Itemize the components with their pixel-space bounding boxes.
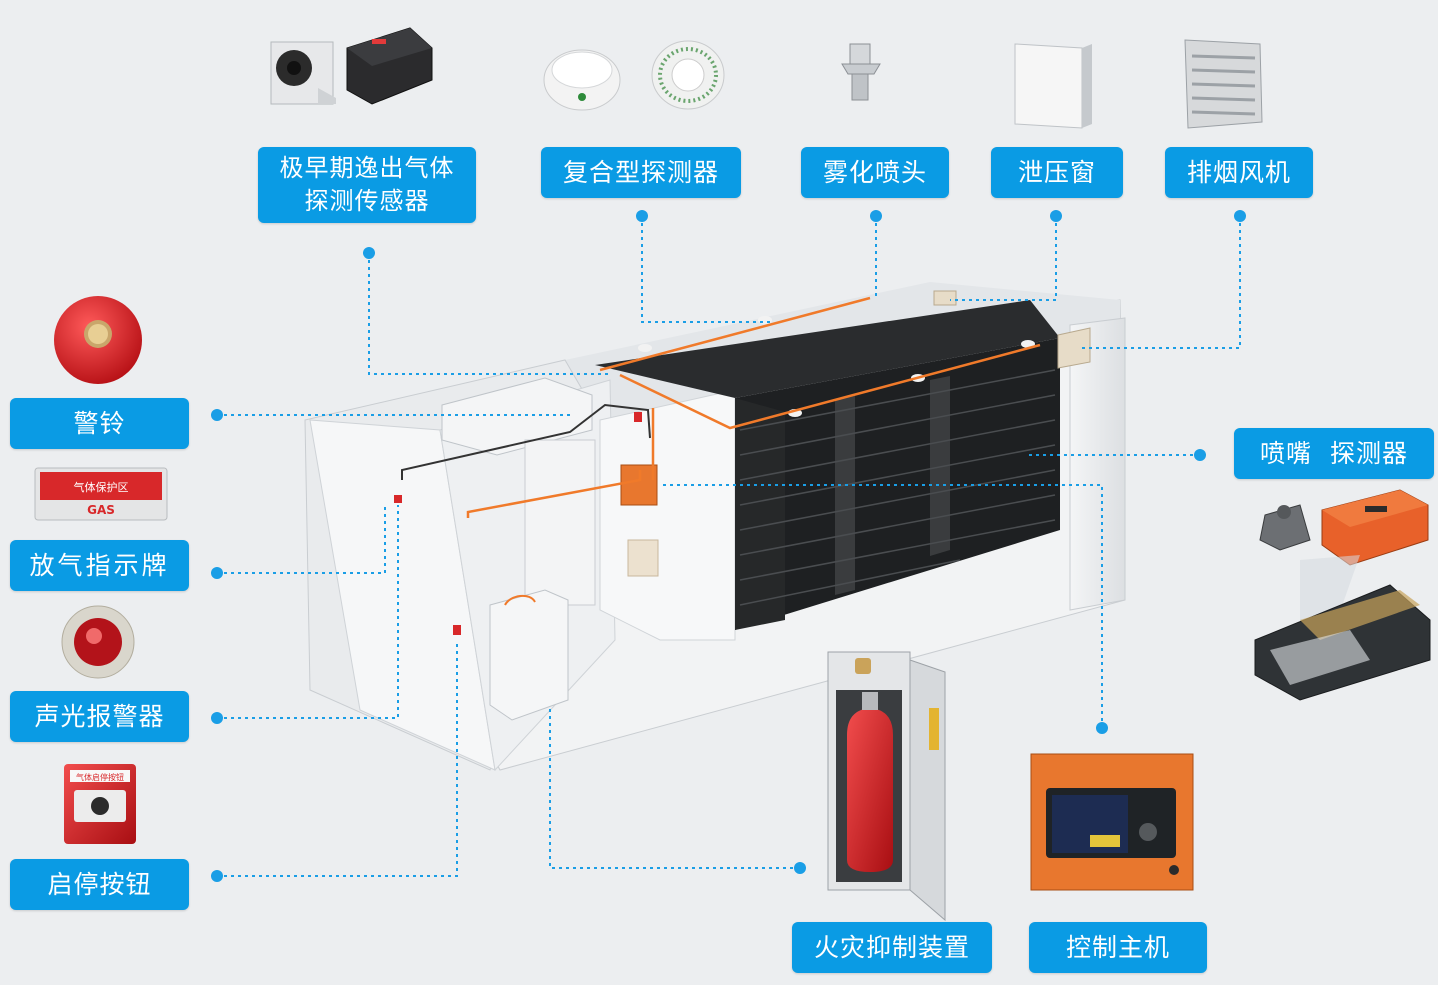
label-sound-light-alarm: 声光报警器 bbox=[10, 691, 189, 742]
fire-suppression-device-icon bbox=[827, 651, 946, 922]
label-smoke-exhaust-fan: 排烟风机 bbox=[1165, 147, 1313, 198]
leader-dots bbox=[211, 210, 1246, 882]
label-start-stop-button: 启停按钮 bbox=[10, 859, 189, 910]
composite-detector-icon bbox=[543, 40, 725, 111]
label-alarm-bell: 警铃 bbox=[10, 398, 189, 449]
label-pressure-relief-window: 泄压窗 bbox=[991, 147, 1123, 198]
label-gas-sensor: 极早期逸出气体 探测传感器 bbox=[258, 147, 476, 223]
gas-sign-bottom-text: GAS bbox=[87, 503, 115, 517]
container-illustration bbox=[304, 282, 1126, 772]
alarm-bell-icon bbox=[54, 296, 142, 384]
gas-sensor-icon bbox=[270, 27, 433, 105]
label-gas-sensor-line1: 极早期逸出气体 bbox=[279, 154, 455, 182]
label-gas-release-sign: 放气指示牌 bbox=[10, 540, 189, 591]
battery-racks bbox=[595, 300, 1060, 630]
nozzle-detector-icon bbox=[1254, 489, 1431, 701]
smoke-exhaust-fan-icon bbox=[1184, 39, 1263, 129]
gas-sign-top-text: 气体保护区 bbox=[74, 480, 129, 494]
label-control-host: 控制主机 bbox=[1029, 922, 1207, 973]
gas-release-sign-icon: 气体保护区 GAS bbox=[34, 467, 168, 521]
button-box-text: 气体启停按钮 bbox=[76, 772, 124, 782]
sound-light-alarm-icon bbox=[61, 605, 135, 679]
start-stop-button-icon: 气体启停按钮 bbox=[64, 764, 136, 844]
pressure-relief-window-icon bbox=[1014, 43, 1092, 129]
control-host-icon bbox=[1030, 753, 1194, 891]
atomizing-nozzle-icon bbox=[841, 43, 881, 101]
label-composite-detector: 复合型探测器 bbox=[541, 147, 741, 198]
leader-lines bbox=[217, 216, 1241, 877]
label-nozzle-detector: 喷嘴 探测器 bbox=[1234, 428, 1434, 479]
label-gas-sensor-line2: 探测传感器 bbox=[304, 187, 430, 215]
label-fire-suppression-device: 火灾抑制装置 bbox=[792, 922, 992, 973]
label-atomizing-nozzle: 雾化喷头 bbox=[801, 147, 949, 198]
